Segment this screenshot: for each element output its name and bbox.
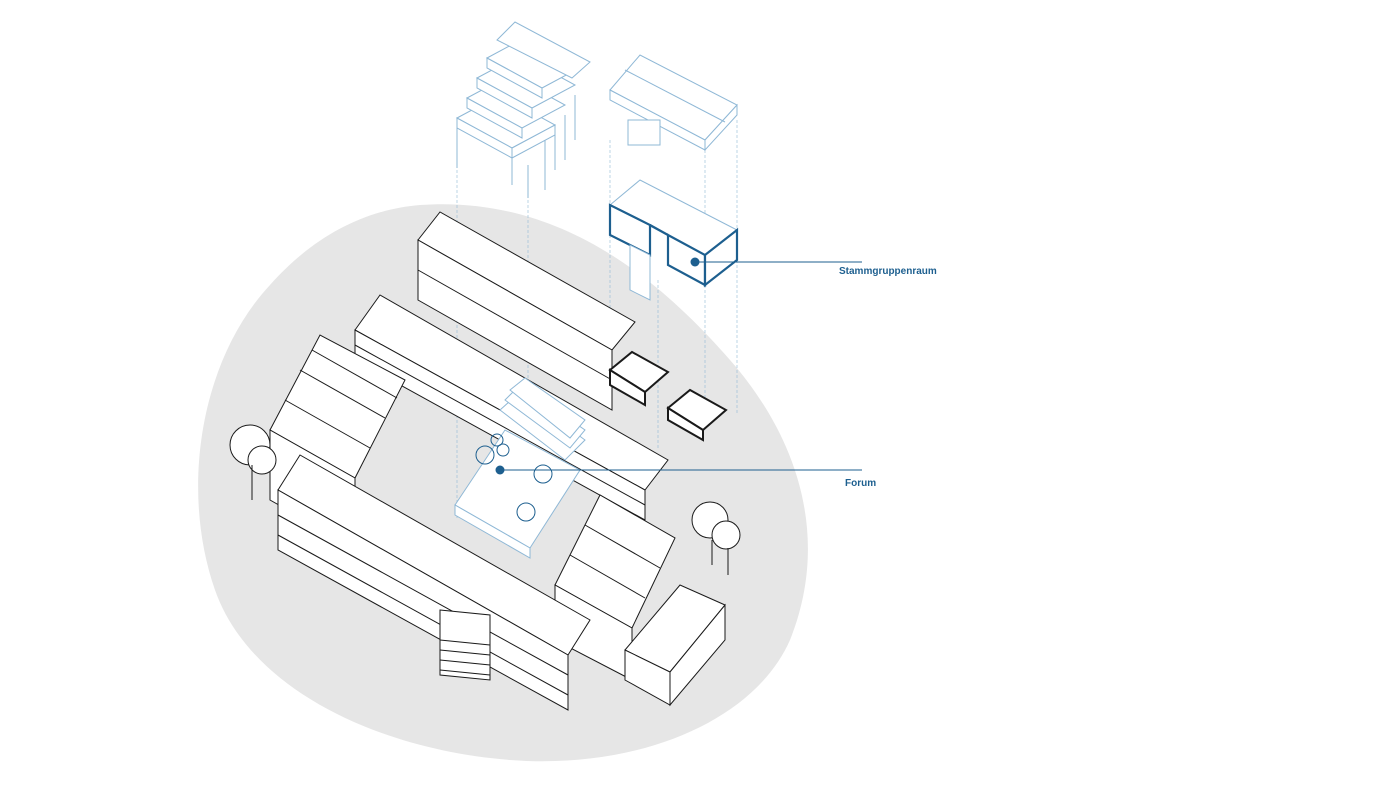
- stammgruppenraum-label: Stammgruppenraum: [839, 266, 937, 277]
- building-east-hall: [554, 494, 676, 681]
- entrance-block: [439, 609, 491, 681]
- new-rooms-outlines: [608, 350, 728, 442]
- building-east-annex: [624, 584, 726, 707]
- forum-trees: [475, 433, 553, 522]
- trees: [229, 424, 741, 575]
- annotation-stamm: [690, 257, 862, 267]
- building-south-wing: [277, 454, 591, 711]
- annotation-forum: [495, 465, 862, 475]
- exploded-roof-frames: [455, 21, 591, 198]
- building-north-wing: [417, 211, 636, 411]
- forum-structure: [454, 377, 586, 559]
- exploded-forum-roof: [609, 54, 738, 152]
- forum-label: Forum: [845, 478, 877, 489]
- stammgruppenraum-module: [608, 179, 739, 301]
